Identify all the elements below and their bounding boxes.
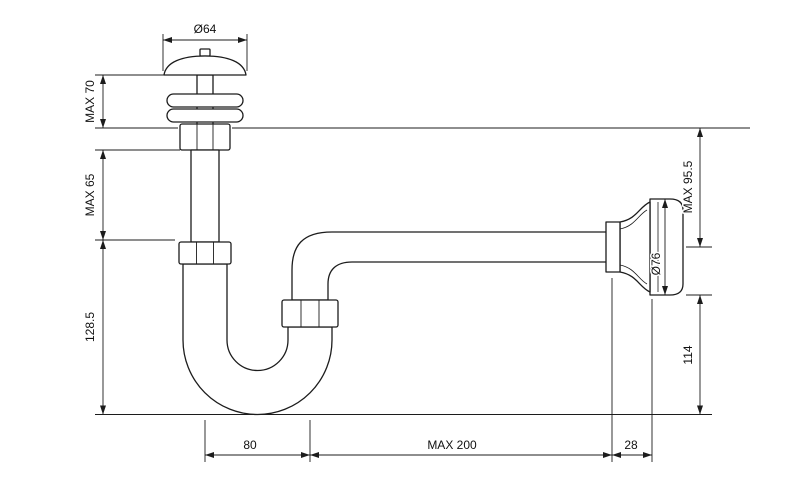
rosette-bell-ridge-top	[619, 209, 648, 230]
union-nut	[281, 299, 339, 328]
washer-lower	[166, 108, 244, 123]
rosette-flange	[649, 198, 684, 296]
trap-inlet-nut	[178, 241, 232, 265]
dimension-lines	[100, 37, 703, 458]
extension-lines	[95, 34, 750, 462]
tailpipe	[190, 149, 220, 243]
dim-label-trap-depth: 128.5	[83, 312, 97, 342]
dim-label-max-tailpiece: MAX 65	[83, 173, 97, 216]
plug-cap	[163, 55, 247, 76]
dim-label-rosette-diameter: Ø76	[649, 252, 663, 275]
dim-label-flange-diameter: Ø64	[194, 22, 217, 36]
dim-label-rosette-depth: 28	[624, 438, 638, 452]
rosette-bell-ridge-bottom	[619, 264, 648, 285]
drain-plug-assembly	[163, 48, 247, 243]
rosette-bell	[619, 201, 651, 293]
locknut	[179, 123, 231, 151]
dim-label-max-wall-drop: MAX 95.5	[681, 160, 695, 213]
trap-u-bend	[182, 263, 333, 416]
dim-label-max-plug-height: MAX 70	[83, 80, 97, 123]
plug-screw	[199, 48, 211, 57]
outlet-elbow-pipe	[291, 231, 609, 301]
dim-label-trap-offset: 80	[243, 438, 257, 452]
dim-label-max-wall-distance: MAX 200	[427, 438, 477, 452]
p-trap	[178, 231, 609, 416]
wall-escutcheon	[605, 198, 684, 296]
dim-label-outlet-height: 114	[681, 345, 695, 364]
dimension-labels: Ø64 MAX 70 MAX 65 128.5 MAX 95.5 Ø76 114…	[82, 21, 697, 454]
rosette-ring	[605, 221, 621, 273]
washer-upper	[166, 93, 244, 108]
